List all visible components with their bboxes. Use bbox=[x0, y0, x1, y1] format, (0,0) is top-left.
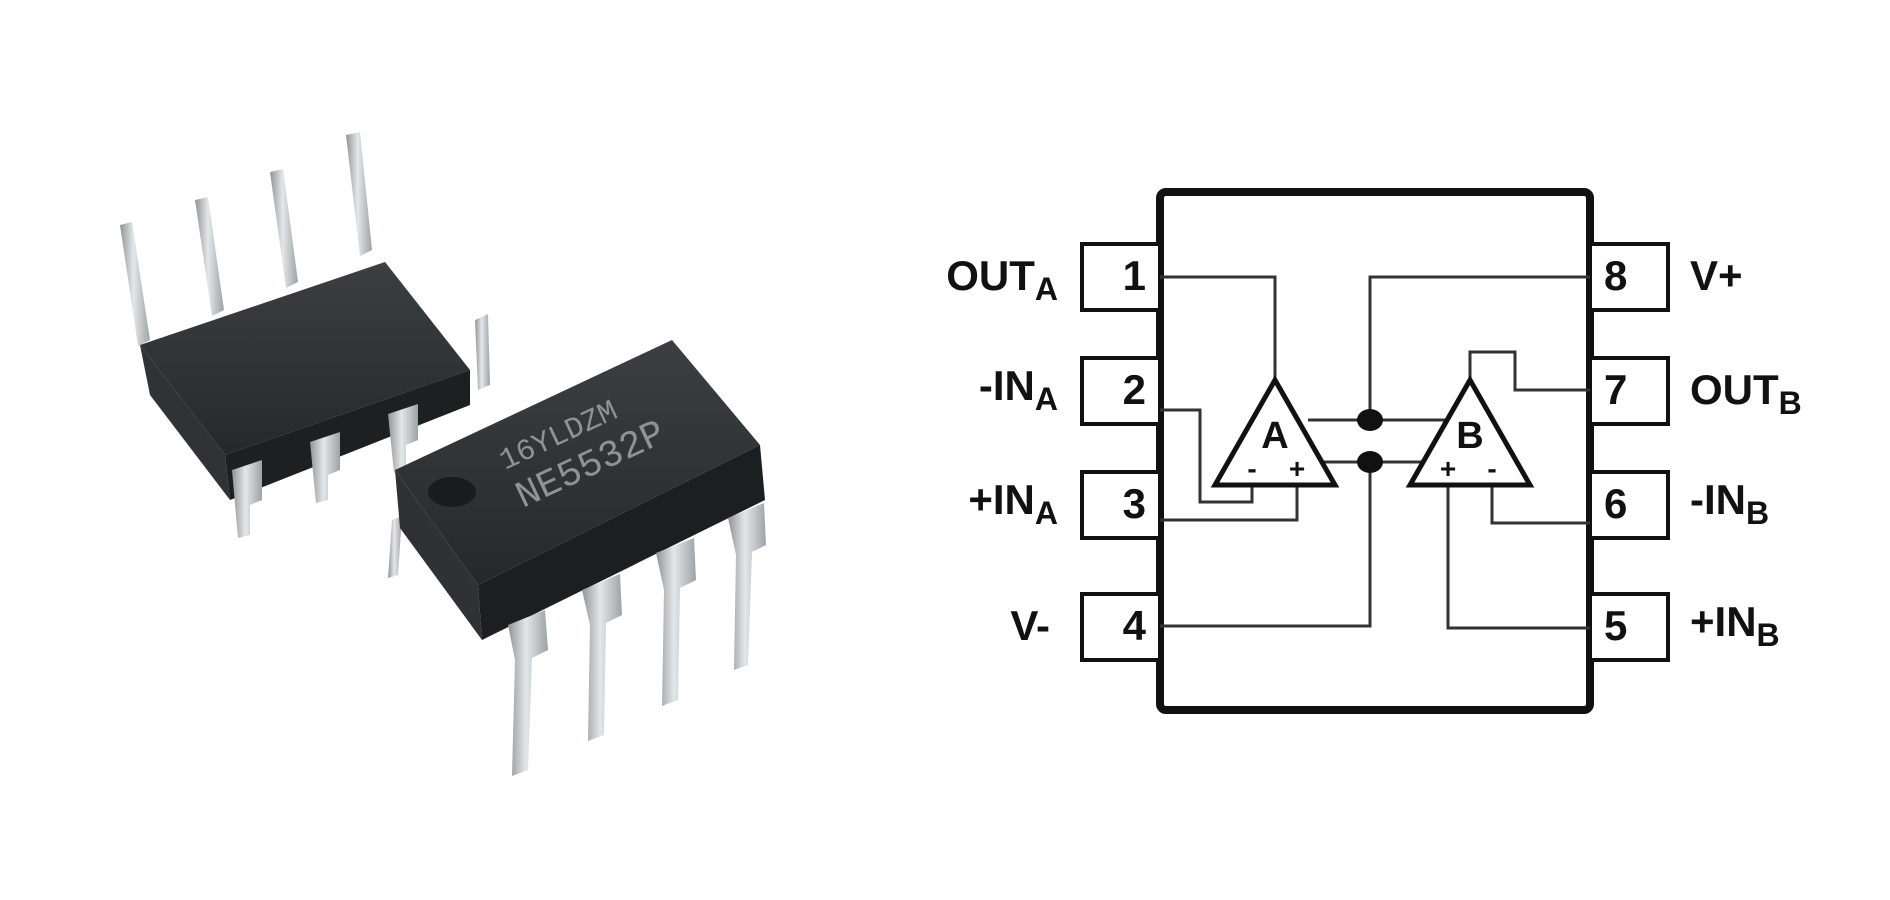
package-outline bbox=[1156, 188, 1594, 714]
pin-number-8: 8 bbox=[1604, 252, 1627, 299]
back-chip-leads bbox=[120, 132, 372, 346]
op-amp-a-label: A bbox=[1261, 415, 1288, 457]
pin-number-1: 1 bbox=[1123, 252, 1146, 299]
op-amp-b-plus: + bbox=[1440, 453, 1456, 484]
pin-number-7: 7 bbox=[1604, 366, 1627, 413]
pin-label-v-plus: V+ bbox=[1690, 252, 1743, 299]
op-amp-a: A - + bbox=[1210, 374, 1340, 488]
op-amp-b-minus: - bbox=[1487, 453, 1496, 484]
pin1-notch bbox=[428, 477, 476, 507]
front-chip: 16YLDZM NE5532P bbox=[388, 340, 766, 776]
pin-label-out-a: OUTA bbox=[946, 252, 1058, 307]
junction-dot-vplus bbox=[1357, 409, 1383, 431]
pin-number-3: 3 bbox=[1123, 480, 1146, 527]
pin-number-5: 5 bbox=[1604, 602, 1627, 649]
front-chip-leads bbox=[508, 503, 766, 776]
pin-number-4: 4 bbox=[1123, 602, 1147, 649]
back-chip-front-leads bbox=[232, 314, 490, 538]
pin-label-minus-in-b: -INB bbox=[1690, 476, 1769, 531]
op-amp-a-plus: + bbox=[1289, 453, 1305, 484]
pin-number-2: 2 bbox=[1123, 366, 1146, 413]
op-amp-b-label: B bbox=[1456, 415, 1483, 457]
back-chip-body bbox=[140, 262, 470, 455]
left-pin-boxes bbox=[1080, 242, 1162, 662]
pin-label-v-minus: V- bbox=[1010, 602, 1050, 649]
ic-photo: 16YLDZM NE5532P bbox=[120, 132, 766, 776]
junction-dot-vminus bbox=[1357, 451, 1383, 473]
pin-label-plus-in-b: +INB bbox=[1690, 598, 1780, 653]
op-amp-a-minus: - bbox=[1247, 453, 1256, 484]
pin-number-6: 6 bbox=[1604, 480, 1627, 527]
pin-label-out-b: OUTB bbox=[1690, 366, 1802, 421]
back-chip bbox=[120, 132, 490, 538]
op-amp-b: B + - bbox=[1405, 374, 1535, 488]
front-chip-body bbox=[395, 340, 760, 585]
right-pin-boxes bbox=[1588, 242, 1670, 662]
pin-label-minus-in-a: -INA bbox=[979, 362, 1058, 417]
pin-label-plus-in-a: +INA bbox=[968, 476, 1058, 531]
internal-wiring bbox=[1160, 275, 1590, 630]
